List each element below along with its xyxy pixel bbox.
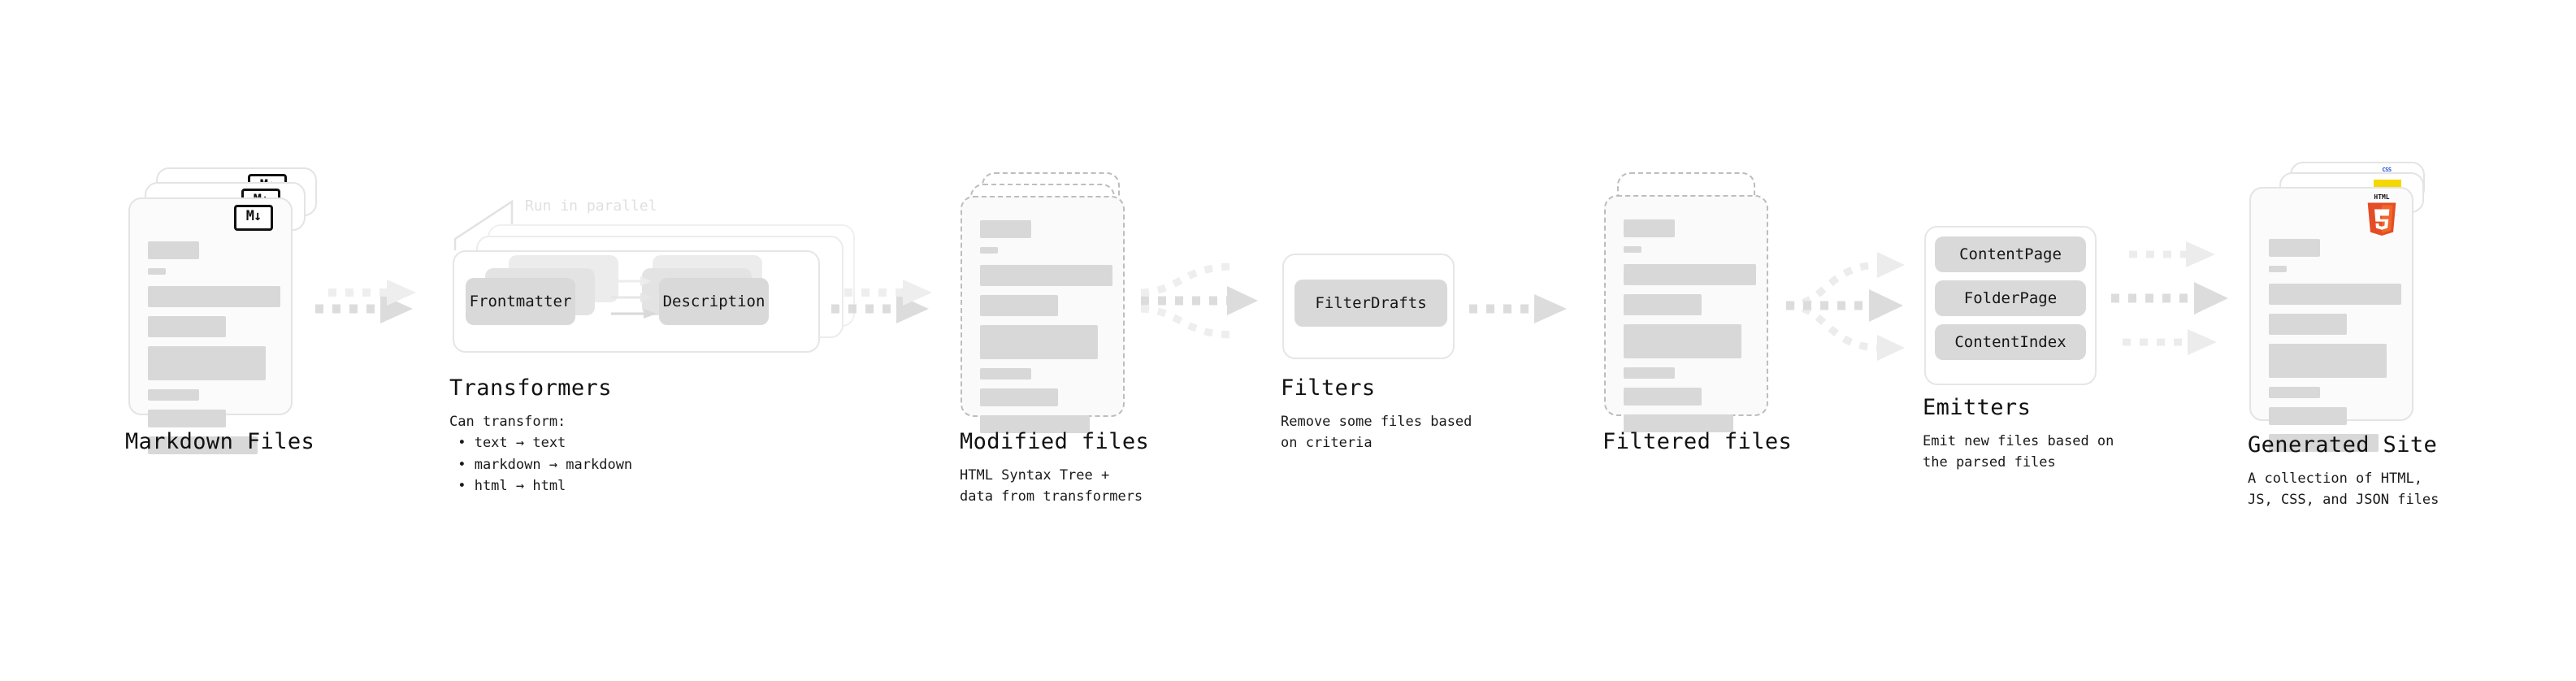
bar: [148, 268, 166, 275]
bar: [980, 220, 1031, 238]
chip-folderpage[interactable]: FolderPage: [1935, 280, 2086, 316]
chip-filterdrafts[interactable]: FilterDrafts: [1295, 280, 1447, 327]
bar: [980, 295, 1058, 316]
bar: [1624, 367, 1675, 379]
arrow-modified-to-filters: [1140, 262, 1258, 339]
bar: [1624, 219, 1675, 237]
markdown-badge-icon-3: M↓: [234, 205, 273, 231]
stage-label-filters: Filters: [1281, 375, 1376, 401]
stage-label-emitters: Emitters: [1923, 395, 2032, 420]
bar: [2269, 314, 2347, 335]
bar: [2269, 407, 2347, 425]
stage-label-modified-files: Modified files: [960, 429, 1150, 454]
bar: [1624, 264, 1756, 285]
stage-desc-filters: Remove some files based on criteria: [1281, 414, 1472, 452]
stage-label-filtered-files: Filtered files: [1602, 429, 1793, 454]
doc-content-bars: [2269, 239, 2401, 461]
arrow-filters-to-filtered: [1469, 294, 1567, 323]
bar: [1624, 324, 1741, 358]
modified-card-front: [961, 196, 1125, 433]
bar: [148, 316, 226, 337]
chip-contentindex[interactable]: ContentIndex: [1935, 324, 2086, 360]
bar: [148, 286, 280, 307]
bar: [980, 265, 1112, 286]
bar: [1624, 246, 1641, 253]
svg-text:HTML: HTML: [2374, 193, 2389, 201]
filtered-card-front: [1604, 195, 1768, 432]
chip-description[interactable]: Description: [659, 278, 769, 325]
bar: [980, 368, 1031, 380]
bar: [148, 410, 226, 427]
doc-content-bars: [148, 241, 280, 463]
bar: [980, 325, 1098, 359]
bar: [148, 346, 266, 380]
bar: [1624, 294, 1702, 315]
bar: [2269, 239, 2320, 257]
bar: [1624, 414, 1733, 432]
bar: [980, 388, 1058, 406]
stage-desc-transformers: Can transform: • text → text • markdown …: [449, 414, 633, 495]
chip-contentpage[interactable]: ContentPage: [1935, 236, 2086, 272]
doc-content-bars: [1624, 219, 1756, 441]
chip-frontmatter[interactable]: Frontmatter: [466, 278, 575, 325]
run-in-parallel-bracket: [453, 199, 514, 250]
arrow-markdown-to-transformers: [315, 280, 416, 323]
transformer-inner-arrows: [611, 276, 657, 319]
bar: [980, 415, 1090, 433]
bar: [2269, 434, 2379, 452]
stage-desc-modified-files: HTML Syntax Tree + data from transformer…: [960, 467, 1143, 505]
bar: [148, 389, 199, 401]
bar: [2269, 344, 2387, 378]
bar: [1624, 388, 1702, 406]
arrow-filtered-to-emitters: [1785, 252, 1905, 361]
bar: [148, 241, 199, 259]
bar: [2269, 387, 2320, 398]
bar: [2269, 266, 2287, 272]
html5-badge-icon: HTML: [2367, 193, 2396, 236]
bar: [980, 247, 998, 254]
markdown-card-front: [128, 197, 293, 454]
stage-label-transformers: Transformers: [449, 375, 612, 401]
stage-label-markdown-files: Markdown Files: [125, 429, 315, 454]
stage-label-generated-site: Generated Site: [2248, 432, 2438, 458]
run-in-parallel-label: Run in parallel: [525, 197, 657, 215]
doc-content-bars: [980, 220, 1112, 442]
bar: [148, 436, 258, 454]
bar: [2269, 284, 2401, 305]
stage-desc-emitters: Emit new files based on the parsed files: [1923, 433, 2114, 471]
stage-desc-generated-site: A collection of HTML, JS, CSS, and JSON …: [2248, 471, 2439, 509]
arrow-emitters-to-site: [2111, 241, 2228, 355]
